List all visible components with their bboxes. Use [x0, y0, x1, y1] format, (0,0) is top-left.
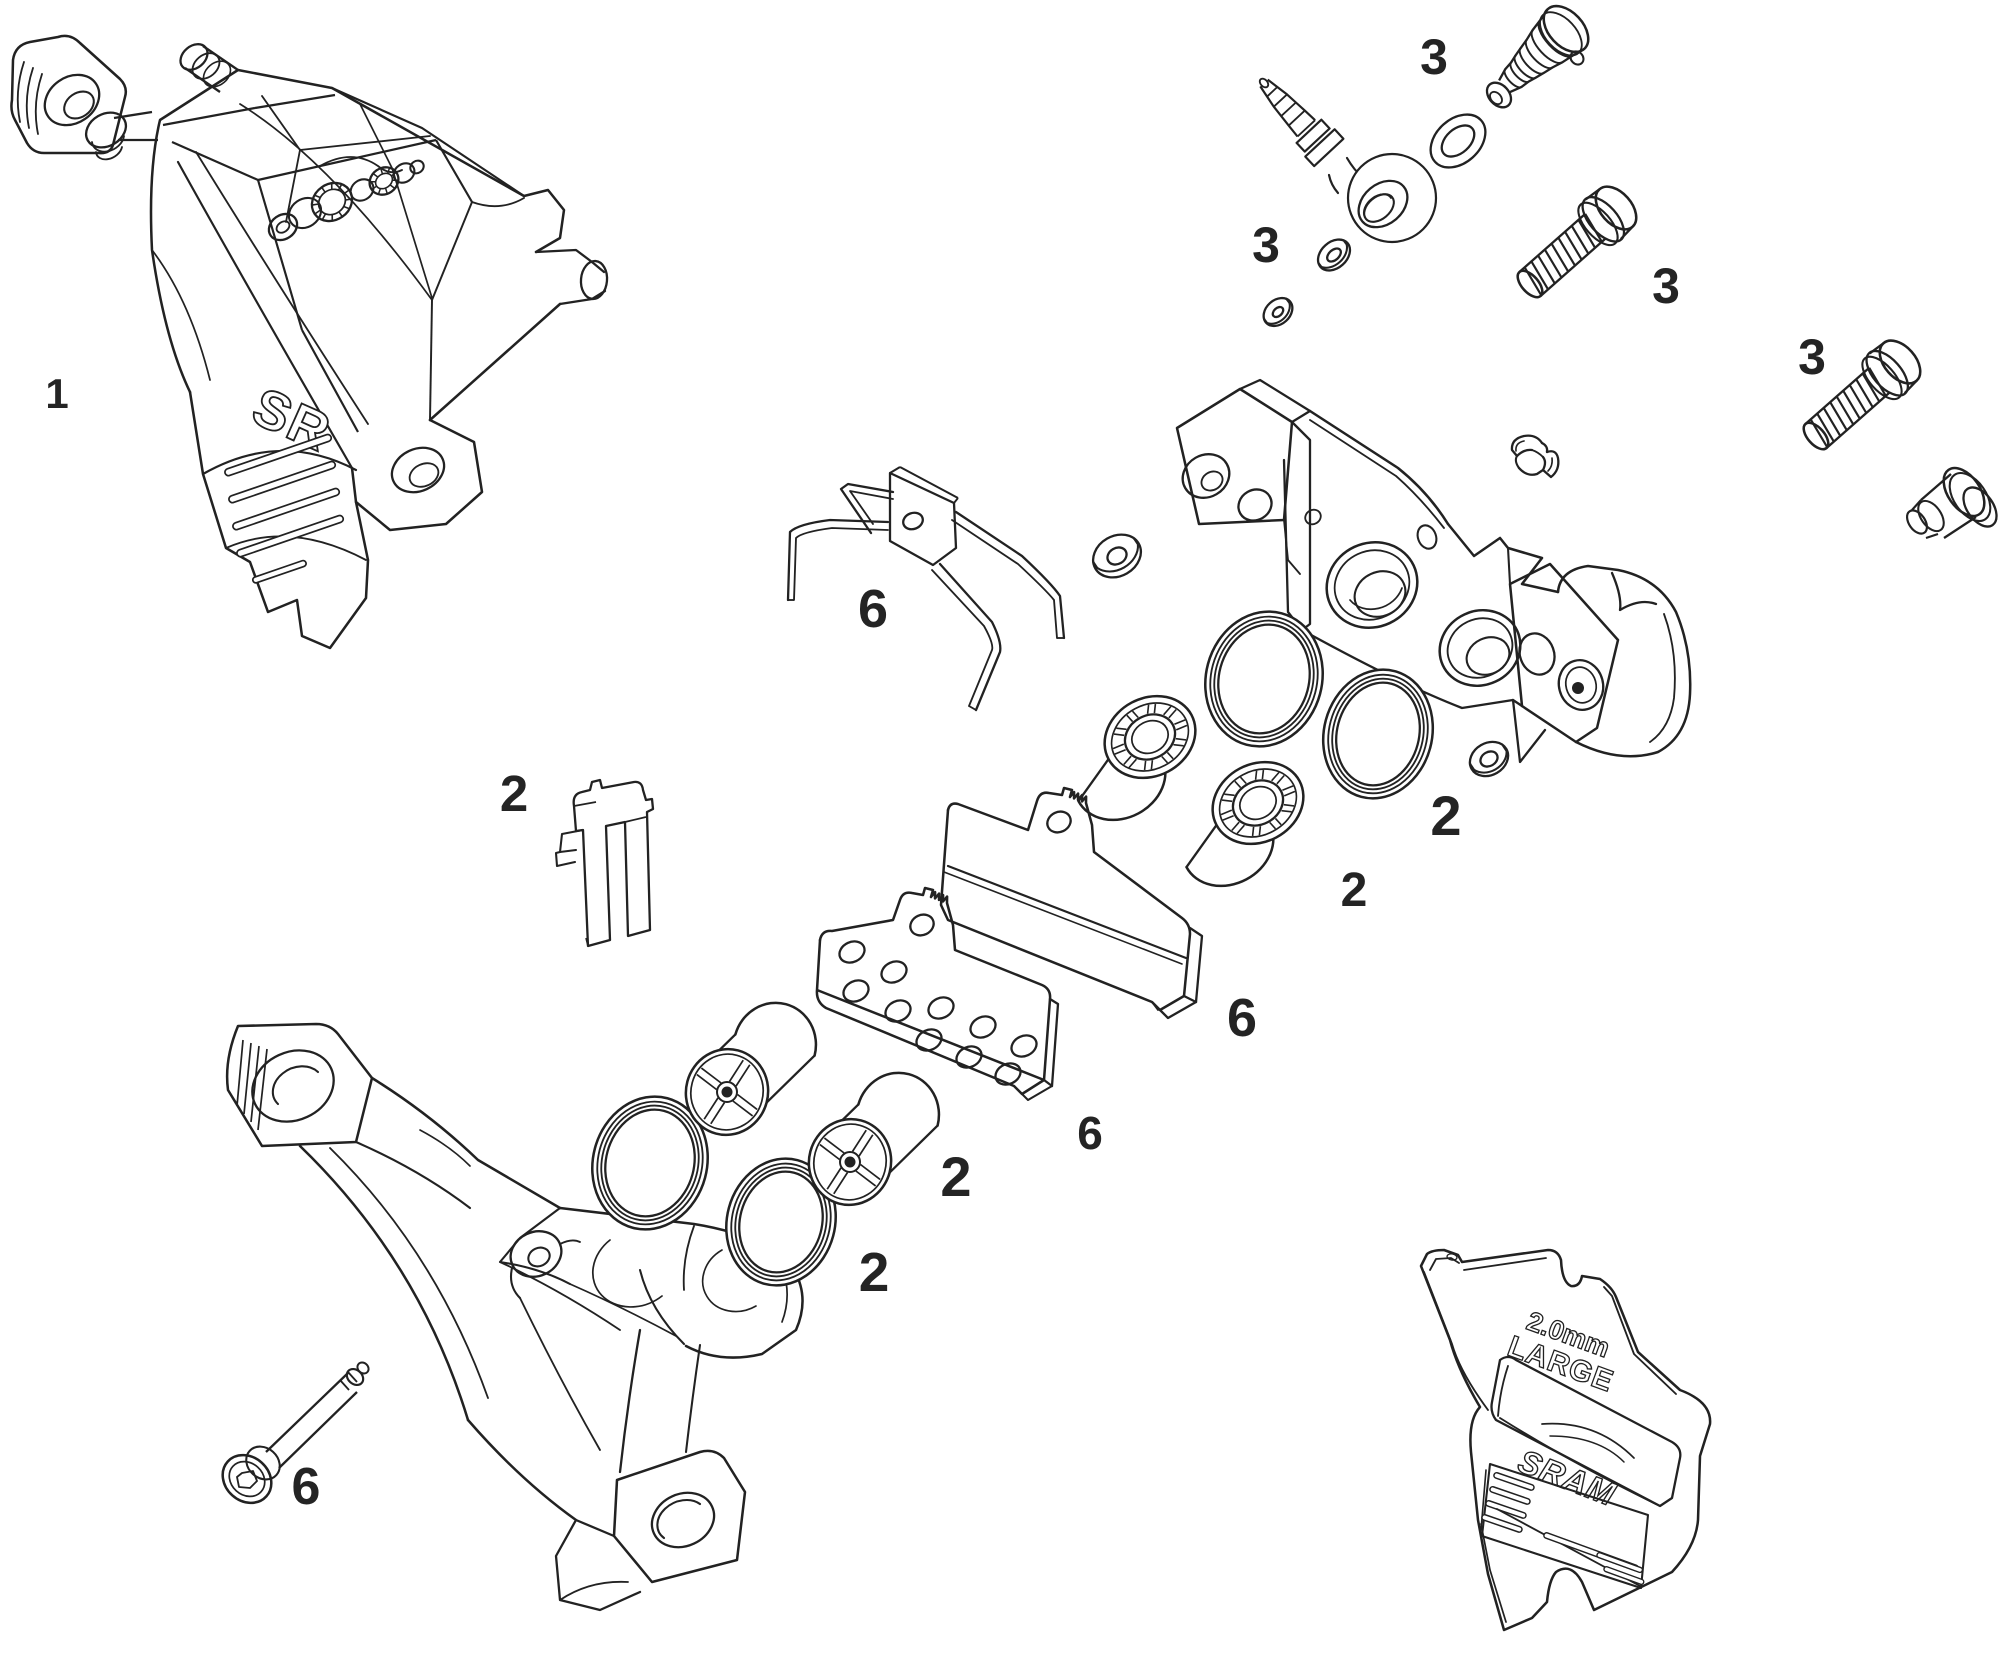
svg-text:6: 6: [1227, 988, 1257, 1048]
svg-text:6: 6: [1077, 1107, 1103, 1159]
svg-text:3: 3: [1798, 329, 1826, 385]
svg-text:1: 1: [45, 370, 68, 417]
svg-text:6: 6: [292, 1458, 321, 1516]
svg-text:2: 2: [859, 1241, 890, 1303]
svg-text:2: 2: [500, 765, 528, 822]
svg-text:3: 3: [1252, 217, 1280, 273]
svg-text:6: 6: [858, 579, 888, 639]
svg-text:2: 2: [940, 1145, 971, 1208]
svg-text:3: 3: [1652, 258, 1680, 314]
svg-text:2: 2: [1430, 784, 1461, 847]
svg-text:2: 2: [1341, 864, 1368, 917]
svg-text:3: 3: [1420, 29, 1448, 85]
